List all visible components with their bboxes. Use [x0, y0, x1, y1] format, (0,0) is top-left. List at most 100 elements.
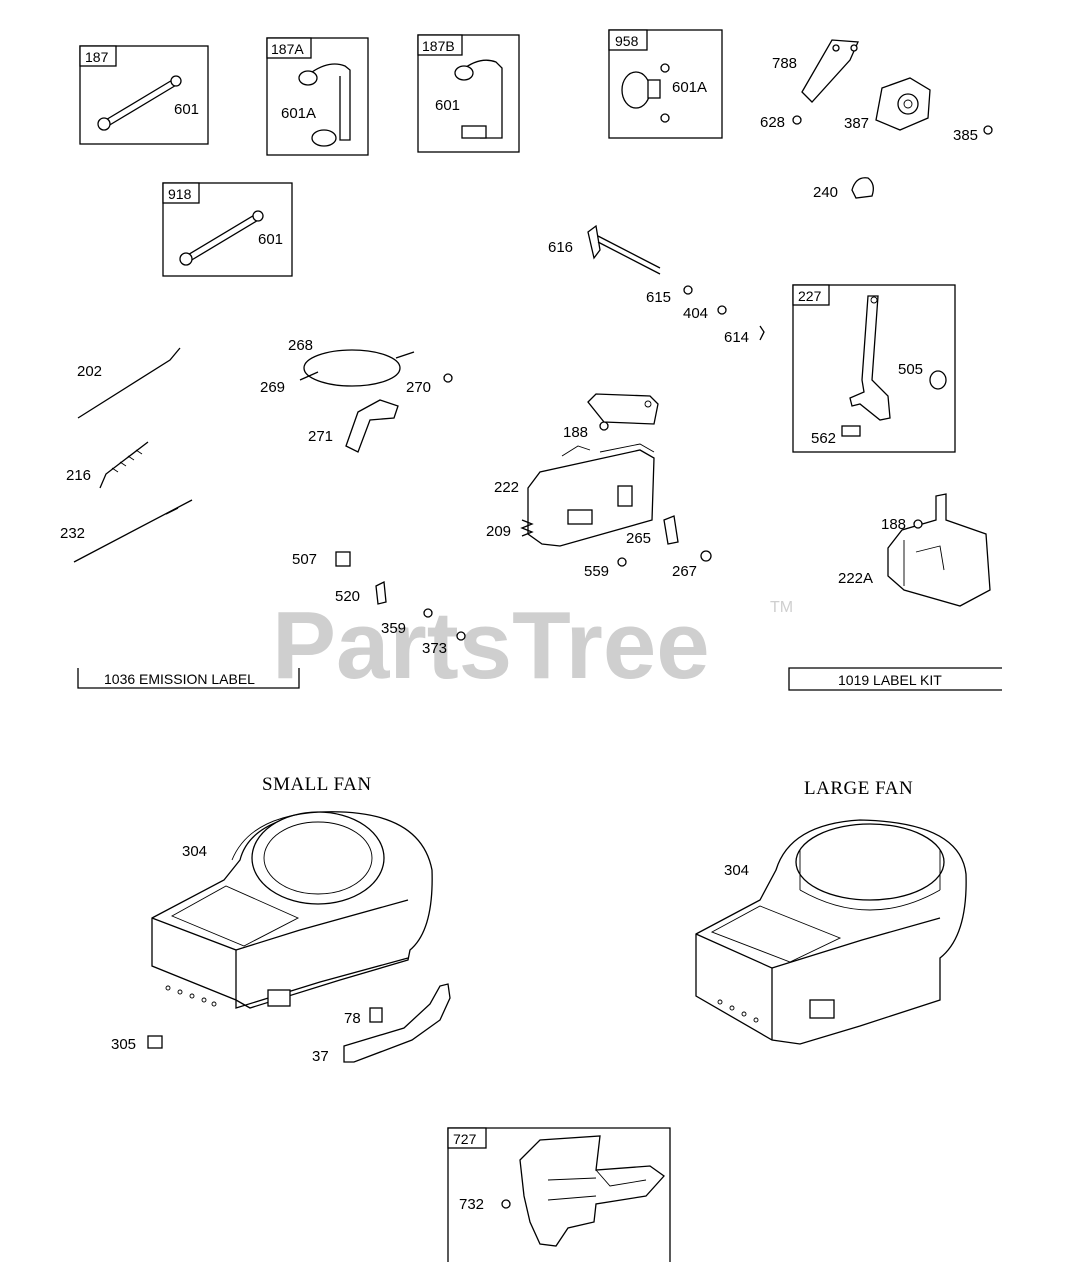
part-label-304: 304 [724, 862, 749, 879]
kit-box-label: 727 [453, 1131, 477, 1147]
part-label-385: 385 [953, 127, 978, 144]
part-label-188: 188 [881, 516, 906, 533]
kit-box-958[interactable]: 958 601A [608, 29, 723, 139]
part-bracket-788[interactable] [801, 39, 859, 103]
part-screw-628[interactable] [792, 115, 802, 125]
part-label-520: 520 [335, 588, 360, 605]
part-label-271: 271 [308, 428, 333, 445]
kit-box-label: 187A [271, 41, 304, 57]
part-nut-404[interactable] [717, 305, 727, 315]
part-control-bracket-222[interactable] [527, 443, 655, 547]
kit-box-label: 918 [168, 186, 192, 202]
part-label-788: 788 [772, 55, 797, 72]
part-label-202: 202 [77, 363, 102, 380]
kit-box-label: 227 [798, 288, 822, 304]
part-label-387: 387 [844, 115, 869, 132]
part-label-268: 268 [288, 337, 313, 354]
part-washer-615[interactable] [683, 285, 693, 295]
label-kit-text: 1019 LABEL KIT [838, 672, 942, 688]
fuel-line-elbow-part[interactable] [298, 63, 351, 147]
part-nut-270[interactable] [443, 373, 453, 383]
part-spring-209[interactable] [520, 519, 534, 537]
kit-box-187a[interactable]: 187A 601A [266, 37, 369, 156]
fuel-line-part[interactable] [179, 210, 264, 266]
part-label-732: 732 [459, 1196, 484, 1213]
fuel-filter-part[interactable] [621, 63, 670, 123]
part-label-188: 188 [563, 424, 588, 441]
part-label-222: 222 [494, 479, 519, 496]
part-screw-78[interactable] [369, 1007, 383, 1023]
part-label-305: 305 [111, 1036, 136, 1053]
kit-box-187b[interactable]: 187B 601 [417, 34, 520, 153]
part-label-404: 404 [683, 305, 708, 322]
part-label-304: 304 [182, 843, 207, 860]
kit-box-label: 958 [615, 33, 639, 49]
part-label-601a: 601A [672, 79, 707, 96]
part-label-222a: 222A [838, 570, 873, 587]
part-clip-240[interactable] [851, 177, 874, 199]
part-nut-359[interactable] [423, 608, 433, 618]
part-screw-732[interactable] [501, 1199, 511, 1209]
part-cable-268[interactable] [299, 349, 415, 387]
part-bolt-562[interactable] [841, 425, 861, 437]
kit-box-727[interactable]: 727 732 [447, 1127, 671, 1262]
part-shaft-616[interactable] [587, 224, 661, 275]
part-baffle-37[interactable] [343, 983, 451, 1063]
part-label-359: 359 [381, 620, 406, 637]
section-title-small-fan: SMALL FAN [262, 774, 372, 795]
emission-label-text: 1036 EMISSION LABEL [104, 671, 255, 687]
label-kit-strip[interactable]: 1019 LABEL KIT [788, 667, 1002, 691]
fuel-line-elbow-part[interactable] [454, 59, 503, 139]
part-clip-505[interactable] [929, 370, 947, 390]
kit-box-227[interactable]: 227 505 562 [792, 284, 956, 453]
part-label-216: 216 [66, 467, 91, 484]
part-label-37: 37 [312, 1048, 329, 1065]
part-label-209: 209 [486, 523, 511, 540]
part-label-269: 269 [260, 379, 285, 396]
part-label-78: 78 [344, 1010, 361, 1027]
kit-box-187[interactable]: 187 601 [79, 45, 209, 145]
kit-box-label: 187B [422, 38, 455, 54]
part-label-270: 270 [406, 379, 431, 396]
part-label-615: 615 [646, 289, 671, 306]
bracket-assembly-part[interactable] [519, 1135, 665, 1247]
part-control-bracket-222a[interactable] [887, 493, 991, 607]
part-connector-507[interactable] [335, 551, 351, 567]
part-label-507: 507 [292, 551, 317, 568]
part-clip-520[interactable] [375, 580, 387, 605]
part-clip-265[interactable] [663, 515, 679, 545]
part-screw-559[interactable] [617, 557, 627, 567]
part-link-202[interactable] [77, 347, 181, 419]
watermark: PartsTree [272, 592, 710, 699]
part-screw-385[interactable] [983, 125, 993, 135]
part-screw-305[interactable] [147, 1035, 163, 1049]
part-bracket-188[interactable] [587, 393, 659, 431]
part-label-232: 232 [60, 525, 85, 542]
part-label-601a: 601A [281, 105, 316, 122]
part-label-559: 559 [584, 563, 609, 580]
part-label-601: 601 [435, 97, 460, 114]
part-label-614: 614 [724, 329, 749, 346]
part-clip-614[interactable] [759, 325, 765, 341]
part-blower-housing-small-304[interactable] [151, 811, 433, 1009]
part-rod-232[interactable] [73, 499, 193, 563]
part-screw-267[interactable] [700, 550, 712, 562]
part-label-562: 562 [811, 430, 836, 447]
part-fuel-pump-387[interactable] [875, 77, 931, 131]
section-title-large-fan: LARGE FAN [804, 778, 913, 799]
part-label-505: 505 [898, 361, 923, 378]
governor-lever-part[interactable] [849, 295, 891, 421]
part-blower-housing-large-304[interactable] [695, 819, 967, 1045]
part-label-267: 267 [672, 563, 697, 580]
part-label-601: 601 [258, 231, 283, 248]
part-label-240: 240 [813, 184, 838, 201]
part-lever-271[interactable] [345, 399, 399, 453]
part-spring-216[interactable] [99, 441, 149, 489]
part-label-616: 616 [548, 239, 573, 256]
emission-label-strip[interactable]: 1036 EMISSION LABEL [77, 668, 300, 689]
part-nut-373[interactable] [456, 631, 466, 641]
kit-box-label: 187 [85, 49, 109, 65]
watermark-trademark: TM [770, 599, 793, 616]
kit-box-918[interactable]: 918 601 [162, 182, 293, 277]
fuel-line-part[interactable] [97, 75, 182, 131]
